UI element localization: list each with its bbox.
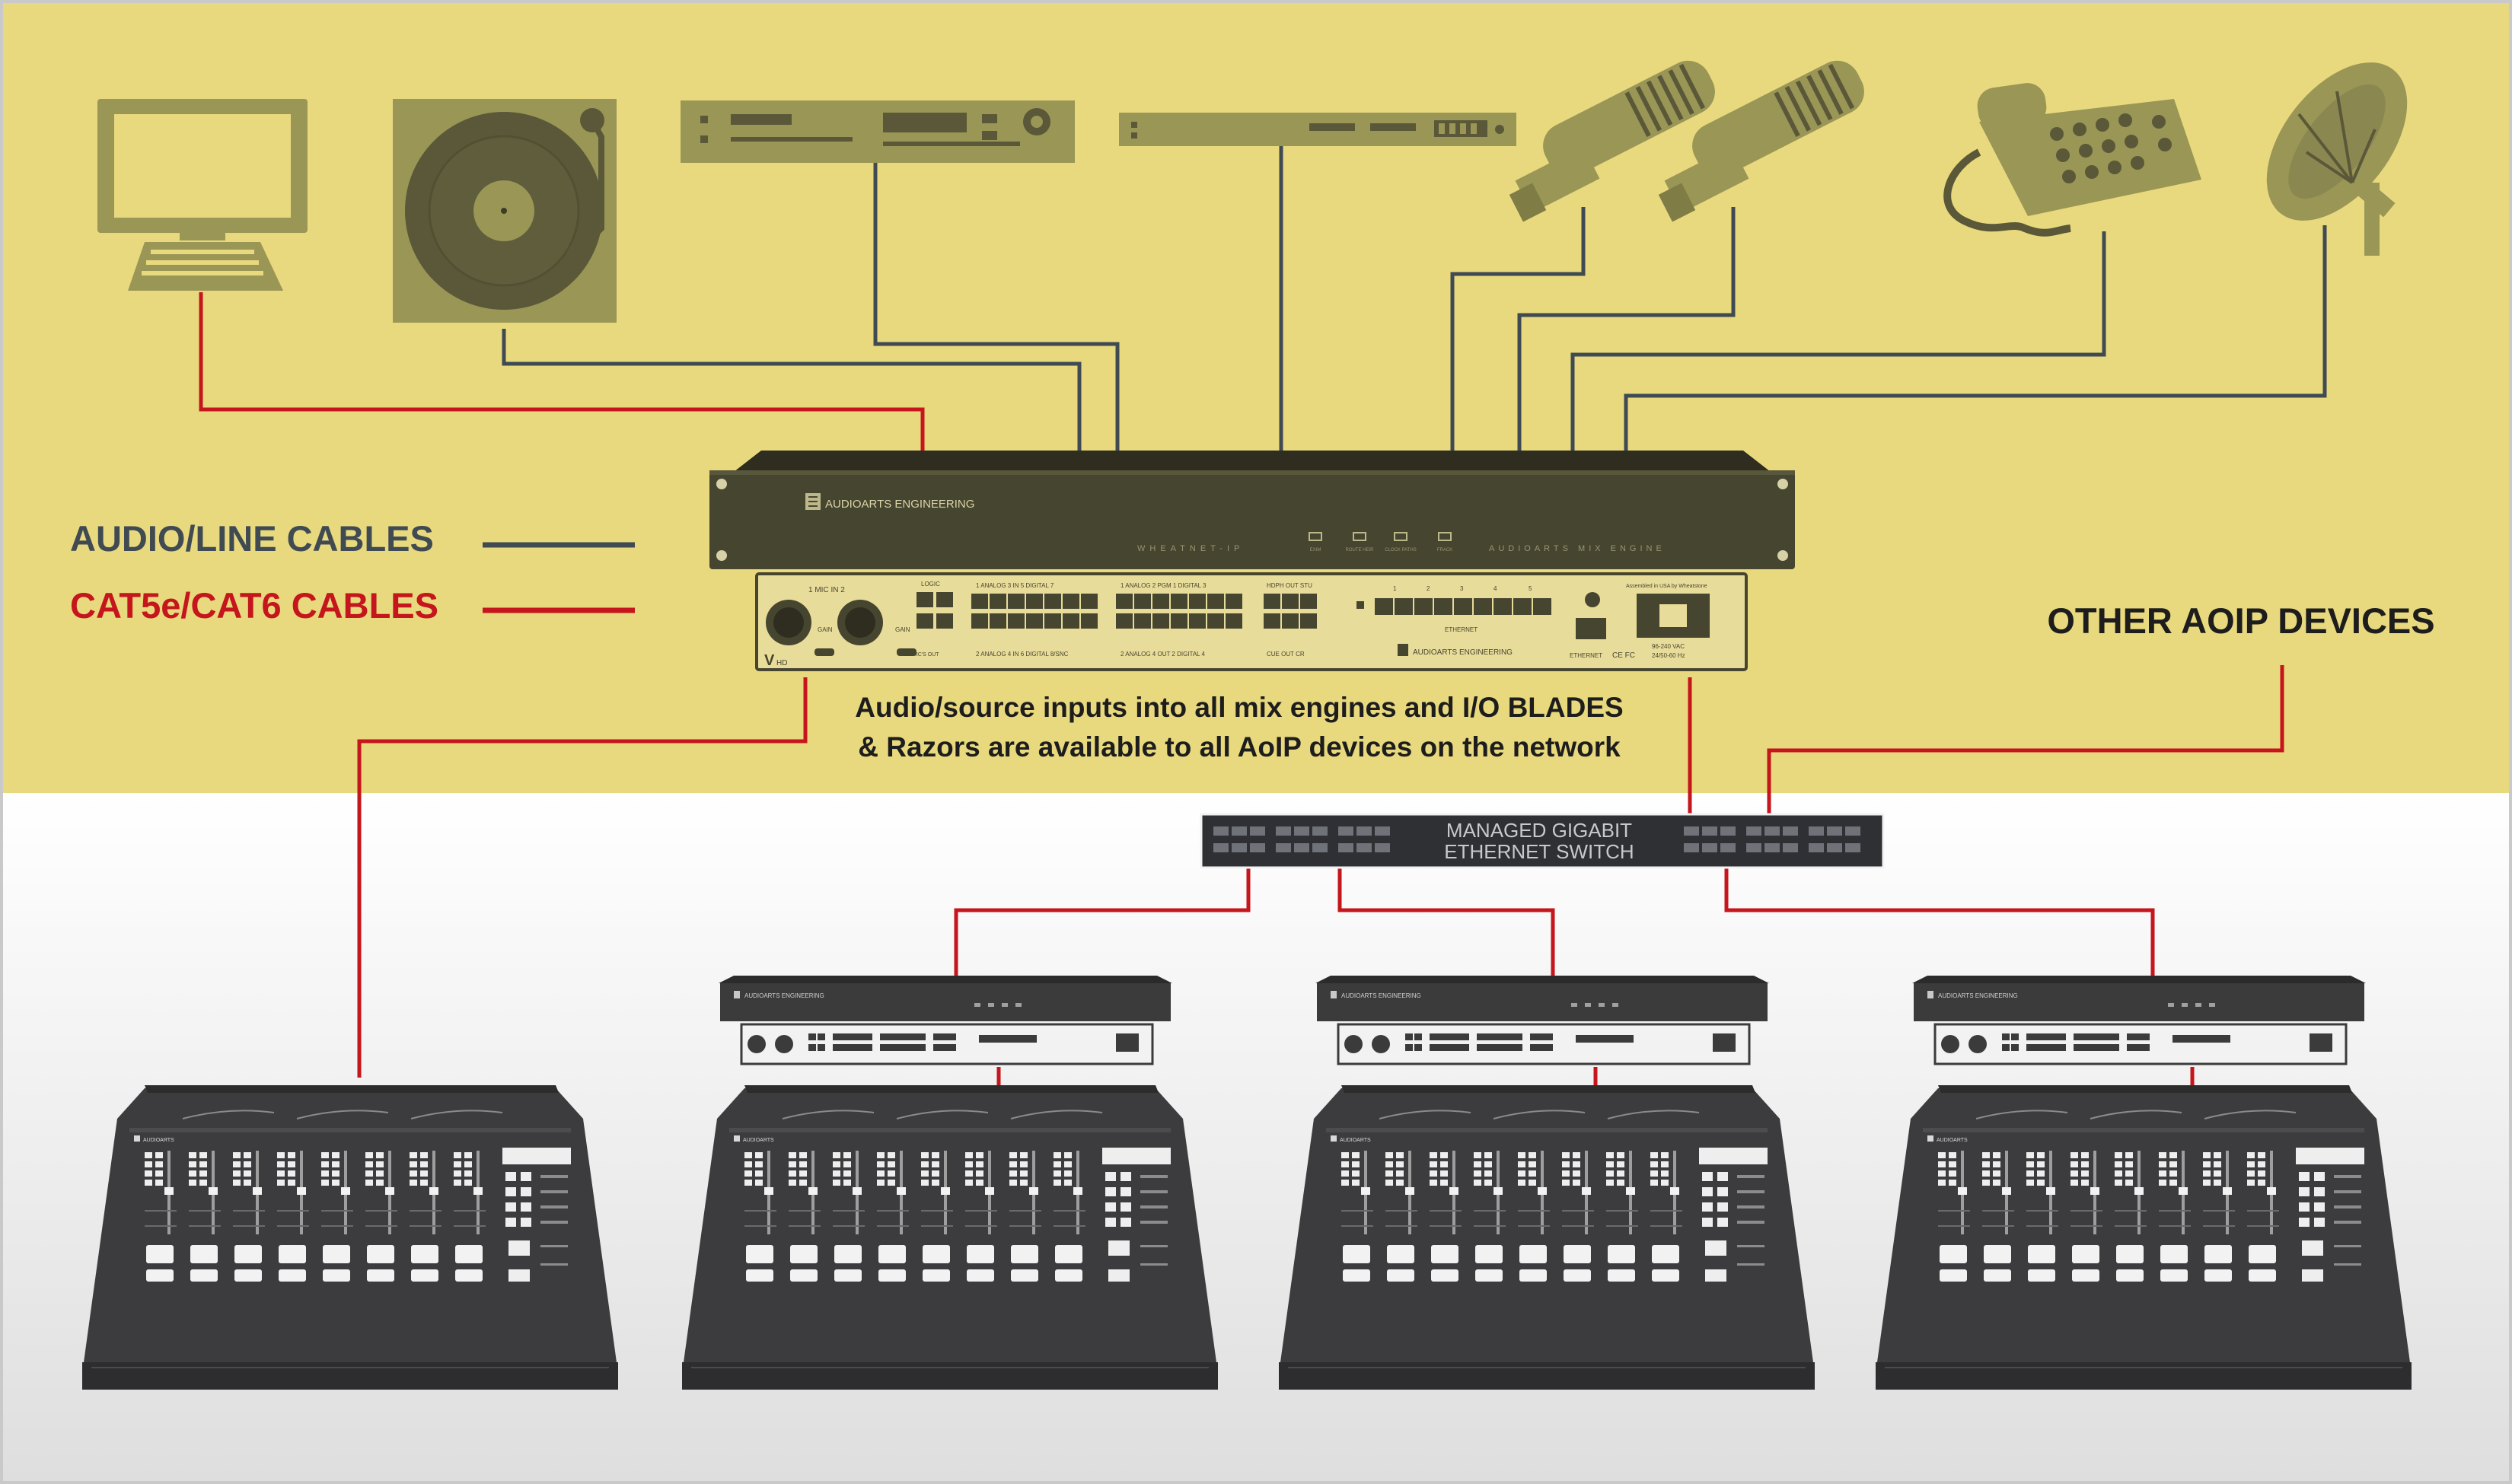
console-brand: AUDIOARTS — [1340, 1138, 1371, 1143]
rear-cue-label: CUE OUT CR — [1267, 651, 1305, 658]
rear-port-number: 5 — [1529, 585, 1532, 592]
hdph-ports — [1264, 594, 1317, 629]
rear-ethernet-label: ETHERNET — [1445, 626, 1478, 633]
mixing-console-3: AUDIOARTS — [1279, 1085, 1815, 1390]
console-brand: AUDIOARTS — [743, 1138, 774, 1143]
rear-logic-label: LOGIC — [921, 581, 940, 588]
analog-in-ports — [971, 594, 1098, 629]
mixing-console-4: AUDIOARTS — [1876, 1085, 2412, 1390]
mix-engine-3: AUDIOARTS ENGINEERING — [1315, 976, 1769, 1065]
cd-player-icon — [681, 100, 1075, 163]
engine-led-label: ROUTE HEIR — [1345, 548, 1374, 553]
engine-4-brand: AUDIOARTS ENGINEERING — [1938, 992, 2018, 999]
microphone1-cable — [1450, 207, 1586, 451]
rear-mic-label: 1 MIC IN 2 — [808, 586, 845, 594]
microphone2-cable — [1517, 207, 1736, 451]
rear-port-number: 4 — [1493, 585, 1497, 592]
rear-analog-in-label: 1 ANALOG 3 IN 5 DIGITAL 7 — [976, 582, 1054, 589]
switch-to-engine3-cable — [1337, 863, 1555, 976]
engine-status-leds — [1309, 532, 1452, 541]
rear-gain-label: GAIN — [895, 626, 910, 633]
turntable-icon — [393, 99, 617, 323]
rear-ethernet-label: ETHERNET — [1570, 652, 1602, 659]
engine-led-label: CLOCK PATHS — [1385, 548, 1416, 553]
rear-vlogo: V HD — [764, 652, 787, 669]
computer-cable — [199, 292, 925, 451]
mixing-console-2: AUDIOARTS — [682, 1085, 1218, 1390]
rear-power-label2: 24/50-60 Hz — [1652, 652, 1685, 659]
microphone-icon — [1658, 60, 1864, 222]
other-devices-label: OTHER AOIP DEVICES — [2047, 600, 2434, 641]
rear-gain-label: GAIN — [818, 626, 833, 633]
rear-hdph-label: HDPH OUT STU — [1267, 582, 1312, 589]
pgm-ports — [1116, 594, 1242, 629]
console-brand: AUDIOARTS — [143, 1138, 174, 1143]
switch-to-engine2-cable — [954, 863, 1251, 976]
switch-ports-left — [1213, 826, 1390, 852]
svg-text:HD: HD — [776, 659, 787, 667]
engine-rear-panel: 1 MIC IN 2 GAIN GAIN V HD LOGIC MIC'S OU… — [755, 572, 1748, 671]
telephone-icon — [1943, 83, 2201, 237]
satellite-cable — [1624, 225, 2327, 451]
mixing-console-1: AUDIOARTS — [82, 1085, 618, 1390]
legend-cat-label: CAT5e/CAT6 CABLES — [70, 585, 438, 626]
distribution-unit-icon — [1119, 113, 1516, 146]
ethernet-ports — [1375, 598, 1551, 615]
switch-label-line-2: ETHERNET SWITCH — [1444, 840, 1634, 863]
other-devices-cable — [1767, 665, 2284, 819]
engine-model: WHEATNET-IP — [1137, 544, 1244, 553]
engine-2-brand: AUDIOARTS ENGINEERING — [744, 992, 824, 999]
rear-fcc-label: CE FC — [1612, 651, 1635, 660]
rear-port-number: 2 — [1427, 585, 1430, 592]
rear-mic-out-label: MIC'S OUT — [912, 652, 939, 658]
rear-brand-logo — [1398, 644, 1408, 656]
rear-analog-in-label2: 2 ANALOG 4 IN 6 DIGITAL 8/SNC — [976, 651, 1069, 658]
switch-label-line-1: MANAGED GIGABIT — [1446, 819, 1632, 842]
rear-pgm-label: 1 ANALOG 2 PGM 1 DIGITAL 3 — [1121, 582, 1207, 589]
rear-power-label: 96-240 VAC — [1652, 643, 1685, 650]
engine-product-name: AUDIOARTS MIX ENGINE — [1489, 544, 1666, 553]
engine-3-brand: AUDIOARTS ENGINEERING — [1341, 992, 1421, 999]
rear-assembled-label: Assembled in USA by Wheatstone — [1626, 584, 1707, 589]
ethernet-switch: MANAGED GIGABIT ETHERNET SWITCH — [1200, 813, 1885, 869]
rear-port-number: 1 — [1393, 585, 1397, 592]
mix-engine-4: AUDIOARTS ENGINEERING — [1912, 976, 2366, 1065]
consoles: AUDIOARTS AUDIOARTS AUDIOARTS AUDIOARTS — [82, 1085, 2412, 1390]
telephone-cable — [1570, 231, 2106, 451]
main-mix-engine: AUDIOARTS ENGINEERING WHEATNET-IP AUDIOA… — [709, 451, 1795, 569]
legend-audio-label: AUDIO/LINE CABLES — [70, 518, 434, 559]
engine-brand: AUDIOARTS ENGINEERING — [825, 498, 974, 511]
engine-brand-logo — [805, 493, 821, 510]
audio-cables — [502, 146, 2327, 451]
console-brand: AUDIOARTS — [1937, 1138, 1968, 1143]
engine-led-label: EXIM — [1310, 548, 1321, 553]
computer-icon — [97, 99, 308, 291]
switch-ports-right — [1684, 826, 1860, 852]
legend: AUDIO/LINE CABLES CAT5e/CAT6 CABLES — [70, 518, 635, 626]
turntable-cable — [502, 329, 1082, 451]
rear-brand: AUDIOARTS ENGINEERING — [1413, 648, 1513, 657]
engine-to-console1-cable — [357, 677, 808, 1078]
cd-player-cable — [873, 163, 1120, 451]
engine-led-label: FRACK — [1437, 548, 1452, 553]
microphone-icon — [1509, 60, 1715, 222]
rear-out-label: 2 ANALOG 4 OUT 2 DIGITAL 4 — [1121, 651, 1206, 658]
satellite-dish-icon — [2266, 62, 2408, 256]
rear-port-number: 3 — [1460, 585, 1464, 592]
switch-to-engine4-cable — [1724, 863, 2155, 976]
svg-text:V: V — [764, 652, 775, 669]
caption-line-2: & Razors are available to all AoIP devic… — [858, 731, 1621, 763]
cat-cables — [199, 292, 2284, 1085]
mix-engine-2: AUDIOARTS ENGINEERING — [719, 976, 1172, 1065]
caption-line-1: Audio/source inputs into all mix engines… — [855, 692, 1623, 723]
